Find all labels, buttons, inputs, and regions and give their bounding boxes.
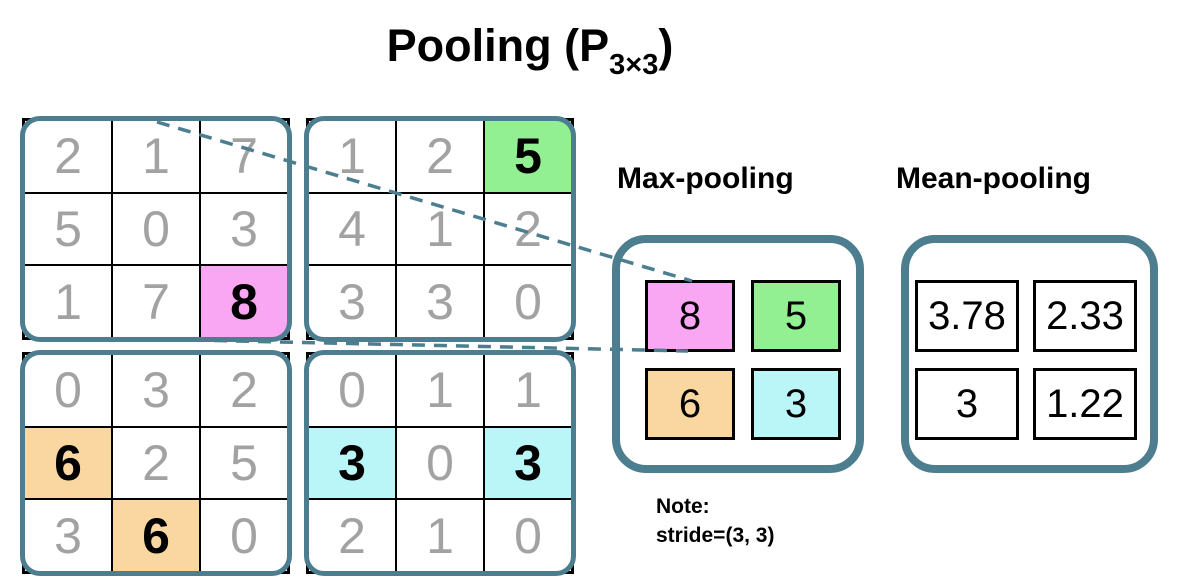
- grid-cell: 1: [308, 120, 396, 193]
- grid-cell: 2: [112, 426, 200, 500]
- grid-cell: 3: [396, 265, 484, 338]
- grid-cell: 0: [484, 499, 572, 572]
- max-cell-top-left: 8: [645, 280, 735, 352]
- input-grid-top-right: 1 2 5 4 1 2 3 3 0: [304, 116, 576, 342]
- grid-cell-max-highlight: 3: [484, 426, 572, 500]
- title-suffix: ): [658, 20, 674, 71]
- grid-cell: 1: [396, 354, 484, 427]
- grid-cell: 0: [112, 192, 200, 266]
- grid-cell-max-highlight: 5: [484, 120, 572, 193]
- max-pooling-box: 8 5 6 3: [612, 235, 864, 473]
- note-line-1: Note:: [656, 495, 710, 518]
- grid-cells: 0 3 2 6 2 5 3 6 0: [22, 352, 290, 574]
- grid-cell: 1: [24, 265, 112, 338]
- grid-cells: 2 1 7 5 0 3 1 7 8: [22, 118, 290, 340]
- grid-cell: 3: [308, 265, 396, 338]
- grid-cell: 1: [112, 120, 200, 193]
- input-grid-bottom-left: 0 3 2 6 2 5 3 6 0: [20, 350, 292, 576]
- mean-cell-top-right: 2.33: [1033, 280, 1137, 352]
- grid-cell: 0: [200, 499, 288, 572]
- grid-cell-max-highlight: 6: [112, 499, 200, 572]
- mean-pooling-box: 3.78 2.33 3 1.22: [901, 235, 1158, 473]
- grid-cell: 2: [200, 354, 288, 427]
- grid-cell: 7: [200, 120, 288, 193]
- grid-cell: 1: [396, 192, 484, 266]
- grid-cell-max-highlight: 6: [24, 426, 112, 500]
- grid-cell: 2: [24, 120, 112, 193]
- mean-cell-bottom-left: 3: [915, 368, 1019, 440]
- grid-cell: 0: [484, 265, 572, 338]
- grid-cell-max-highlight: 8: [200, 265, 288, 338]
- title-subscript: 3×3: [609, 49, 659, 81]
- grid-cell: 2: [396, 120, 484, 193]
- grid-cell: 5: [200, 426, 288, 500]
- grid-cell: 7: [112, 265, 200, 338]
- note-line-2: stride=(3, 3): [656, 524, 775, 547]
- mean-cell-bottom-right: 1.22: [1033, 368, 1137, 440]
- grid-cell: 3: [112, 354, 200, 427]
- mean-pooling-label: Mean-pooling: [896, 162, 1091, 195]
- grid-cell: 3: [200, 192, 288, 266]
- grid-cell: 5: [24, 192, 112, 266]
- max-cell-bottom-right: 3: [751, 368, 841, 440]
- max-cell-bottom-left: 6: [645, 368, 735, 440]
- stride-note: Note: stride=(3, 3): [656, 492, 774, 550]
- grid-cell-max-highlight: 3: [308, 426, 396, 500]
- grid-cells: 1 2 5 4 1 2 3 3 0: [306, 118, 574, 340]
- grid-cell: 2: [484, 192, 572, 266]
- mean-cell-top-left: 3.78: [915, 280, 1019, 352]
- title-prefix: Pooling (P: [386, 20, 610, 71]
- max-pooling-label: Max-pooling: [617, 162, 794, 195]
- grid-cell: 0: [24, 354, 112, 427]
- grid-cell: 1: [396, 499, 484, 572]
- grid-cell: 0: [396, 426, 484, 500]
- input-grid-bottom-right: 0 1 1 3 0 3 2 1 0: [304, 350, 576, 576]
- grid-cell: 0: [308, 354, 396, 427]
- grid-cells: 0 1 1 3 0 3 2 1 0: [306, 352, 574, 574]
- max-cell-top-right: 5: [751, 280, 841, 352]
- grid-cell: 3: [24, 499, 112, 572]
- grid-cell: 2: [308, 499, 396, 572]
- grid-cell: 1: [484, 354, 572, 427]
- diagram-title: Pooling (P3×3): [0, 20, 1060, 81]
- input-grid-top-left: 2 1 7 5 0 3 1 7 8: [20, 116, 292, 342]
- grid-cell: 4: [308, 192, 396, 266]
